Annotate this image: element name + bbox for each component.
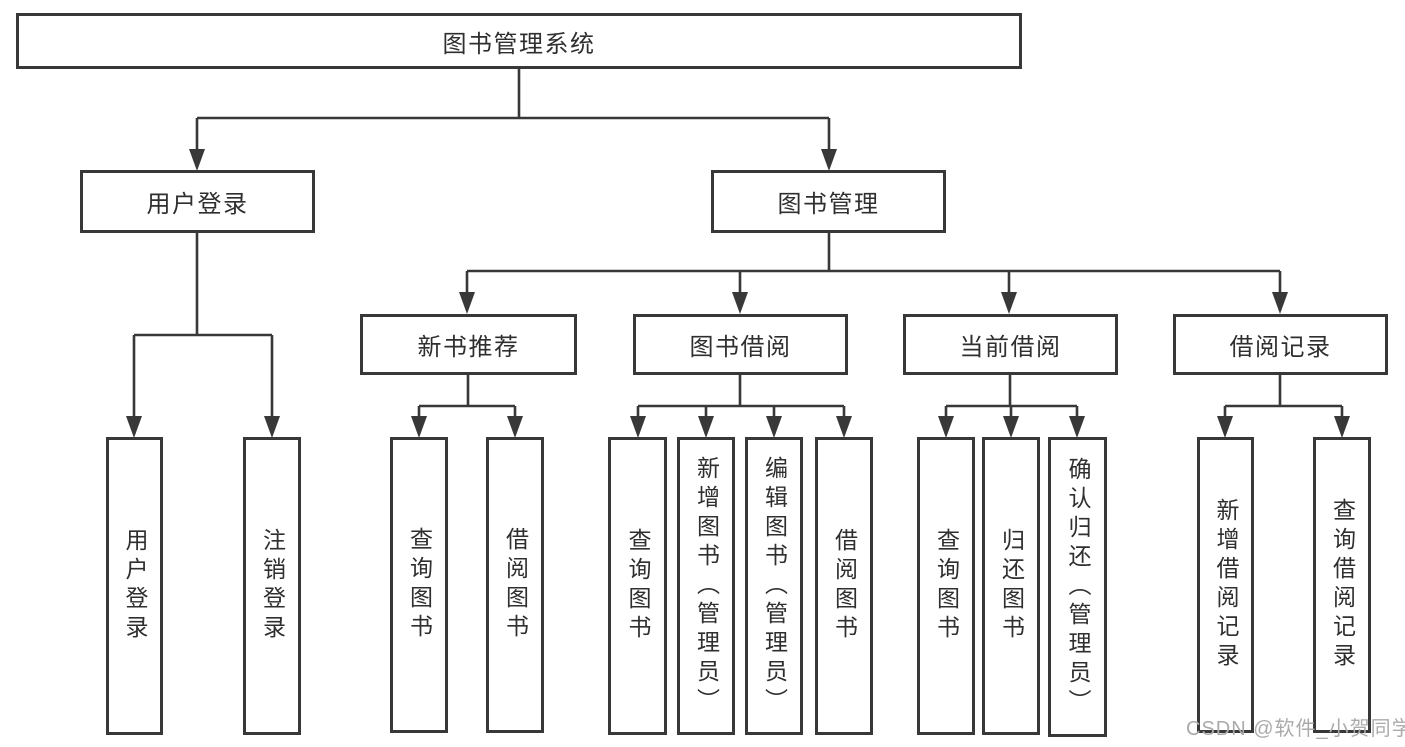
box-book-borrowing: 图书借阅	[633, 314, 848, 375]
leaf-borrow-book: 借阅图书	[815, 437, 873, 735]
arrow-down-icon	[1069, 416, 1085, 438]
leaf-user-login: 用户登录	[106, 437, 163, 735]
connector-borrowing-records-children	[1217, 375, 1350, 438]
arrow-down-icon	[1001, 292, 1017, 314]
box-current-borrowing: 当前借阅	[903, 314, 1118, 375]
arrow-down-icon	[1003, 416, 1019, 438]
leaf-add-book-admin-label: 新增图书（管理员）	[693, 455, 720, 717]
connector-current-borrowing-children	[938, 375, 1085, 438]
box-book-management: 图书管理	[711, 170, 946, 233]
arrow-down-icon	[938, 416, 954, 438]
leaf-edit-book-admin: 编辑图书（管理员）	[745, 437, 803, 735]
box-root-system: 图书管理系统	[16, 13, 1022, 69]
connector-new-book-recommendation-children	[411, 375, 523, 438]
box-root-system-label: 图书管理系统	[442, 30, 596, 58]
leaf-query-books-current-label: 查询图书	[933, 528, 960, 644]
leaf-confirm-return-admin-label: 确认归还（管理员）	[1065, 456, 1091, 718]
leaf-user-login-label: 用户登录	[122, 528, 148, 644]
leaf-logout-label: 注销登录	[259, 528, 286, 644]
connector-book-management-children	[459, 233, 1288, 314]
arrow-down-icon	[1334, 416, 1350, 438]
leaf-confirm-return-admin: 确认归还（管理员）	[1048, 437, 1107, 737]
leaf-borrow-books-recommend-label: 借阅图书	[502, 527, 529, 643]
arrow-down-icon	[1217, 416, 1233, 438]
leaf-borrow-books-recommend: 借阅图书	[486, 437, 544, 733]
leaf-return-book-label: 归还图书	[998, 528, 1025, 644]
box-user-login-label: 用户登录	[146, 191, 249, 218]
leaf-return-book: 归还图书	[982, 437, 1040, 735]
box-new-book-recommendation-label: 新书推荐	[417, 334, 520, 361]
arrow-down-icon	[732, 292, 748, 314]
arrow-down-icon	[766, 416, 782, 438]
box-borrowing-records-label: 借阅记录	[1229, 334, 1332, 361]
connector-user-login-children	[126, 233, 280, 438]
box-new-book-recommendation: 新书推荐	[360, 314, 577, 375]
leaf-query-books-recommend-label: 查询图书	[406, 527, 433, 643]
arrow-down-icon	[189, 149, 205, 171]
box-borrowing-records: 借阅记录	[1173, 314, 1388, 375]
leaf-query-books-borrow: 查询图书	[608, 437, 667, 735]
arrow-down-icon	[821, 149, 837, 171]
arrow-down-icon	[698, 416, 714, 438]
arrow-down-icon	[836, 416, 852, 438]
arrow-down-icon	[1272, 292, 1288, 314]
leaf-add-borrow-record: 新增借阅记录	[1197, 437, 1254, 733]
leaf-query-books-current: 查询图书	[917, 437, 975, 735]
leaf-logout: 注销登录	[243, 437, 301, 735]
box-book-borrowing-label: 图书借阅	[689, 334, 792, 361]
box-book-management-label: 图书管理	[777, 191, 880, 218]
leaf-query-books-borrow-label: 查询图书	[625, 528, 651, 644]
leaf-add-borrow-record-label: 新增借阅记录	[1213, 498, 1239, 672]
arrow-down-icon	[630, 416, 646, 438]
connector-book-borrowing-children	[630, 375, 852, 438]
arrow-down-icon	[126, 416, 142, 438]
leaf-add-book-admin: 新增图书（管理员）	[677, 437, 735, 735]
arrow-down-icon	[264, 416, 280, 438]
leaf-borrow-book-label: 借阅图书	[831, 528, 858, 644]
arrow-down-icon	[411, 416, 427, 438]
leaf-query-borrow-record-label: 查询借阅记录	[1329, 498, 1356, 672]
box-current-borrowing-label: 当前借阅	[959, 334, 1062, 361]
leaf-edit-book-admin-label: 编辑图书（管理员）	[761, 455, 788, 717]
leaf-query-books-recommend: 查询图书	[390, 437, 448, 733]
leaf-query-borrow-record: 查询借阅记录	[1313, 437, 1371, 733]
csdn-watermark: CSDN @软件_小贺同学	[1186, 718, 1405, 740]
box-user-login: 用户登录	[80, 170, 315, 233]
connector-root-to-level2	[189, 69, 837, 171]
arrow-down-icon	[459, 292, 475, 314]
arrow-down-icon	[507, 416, 523, 438]
